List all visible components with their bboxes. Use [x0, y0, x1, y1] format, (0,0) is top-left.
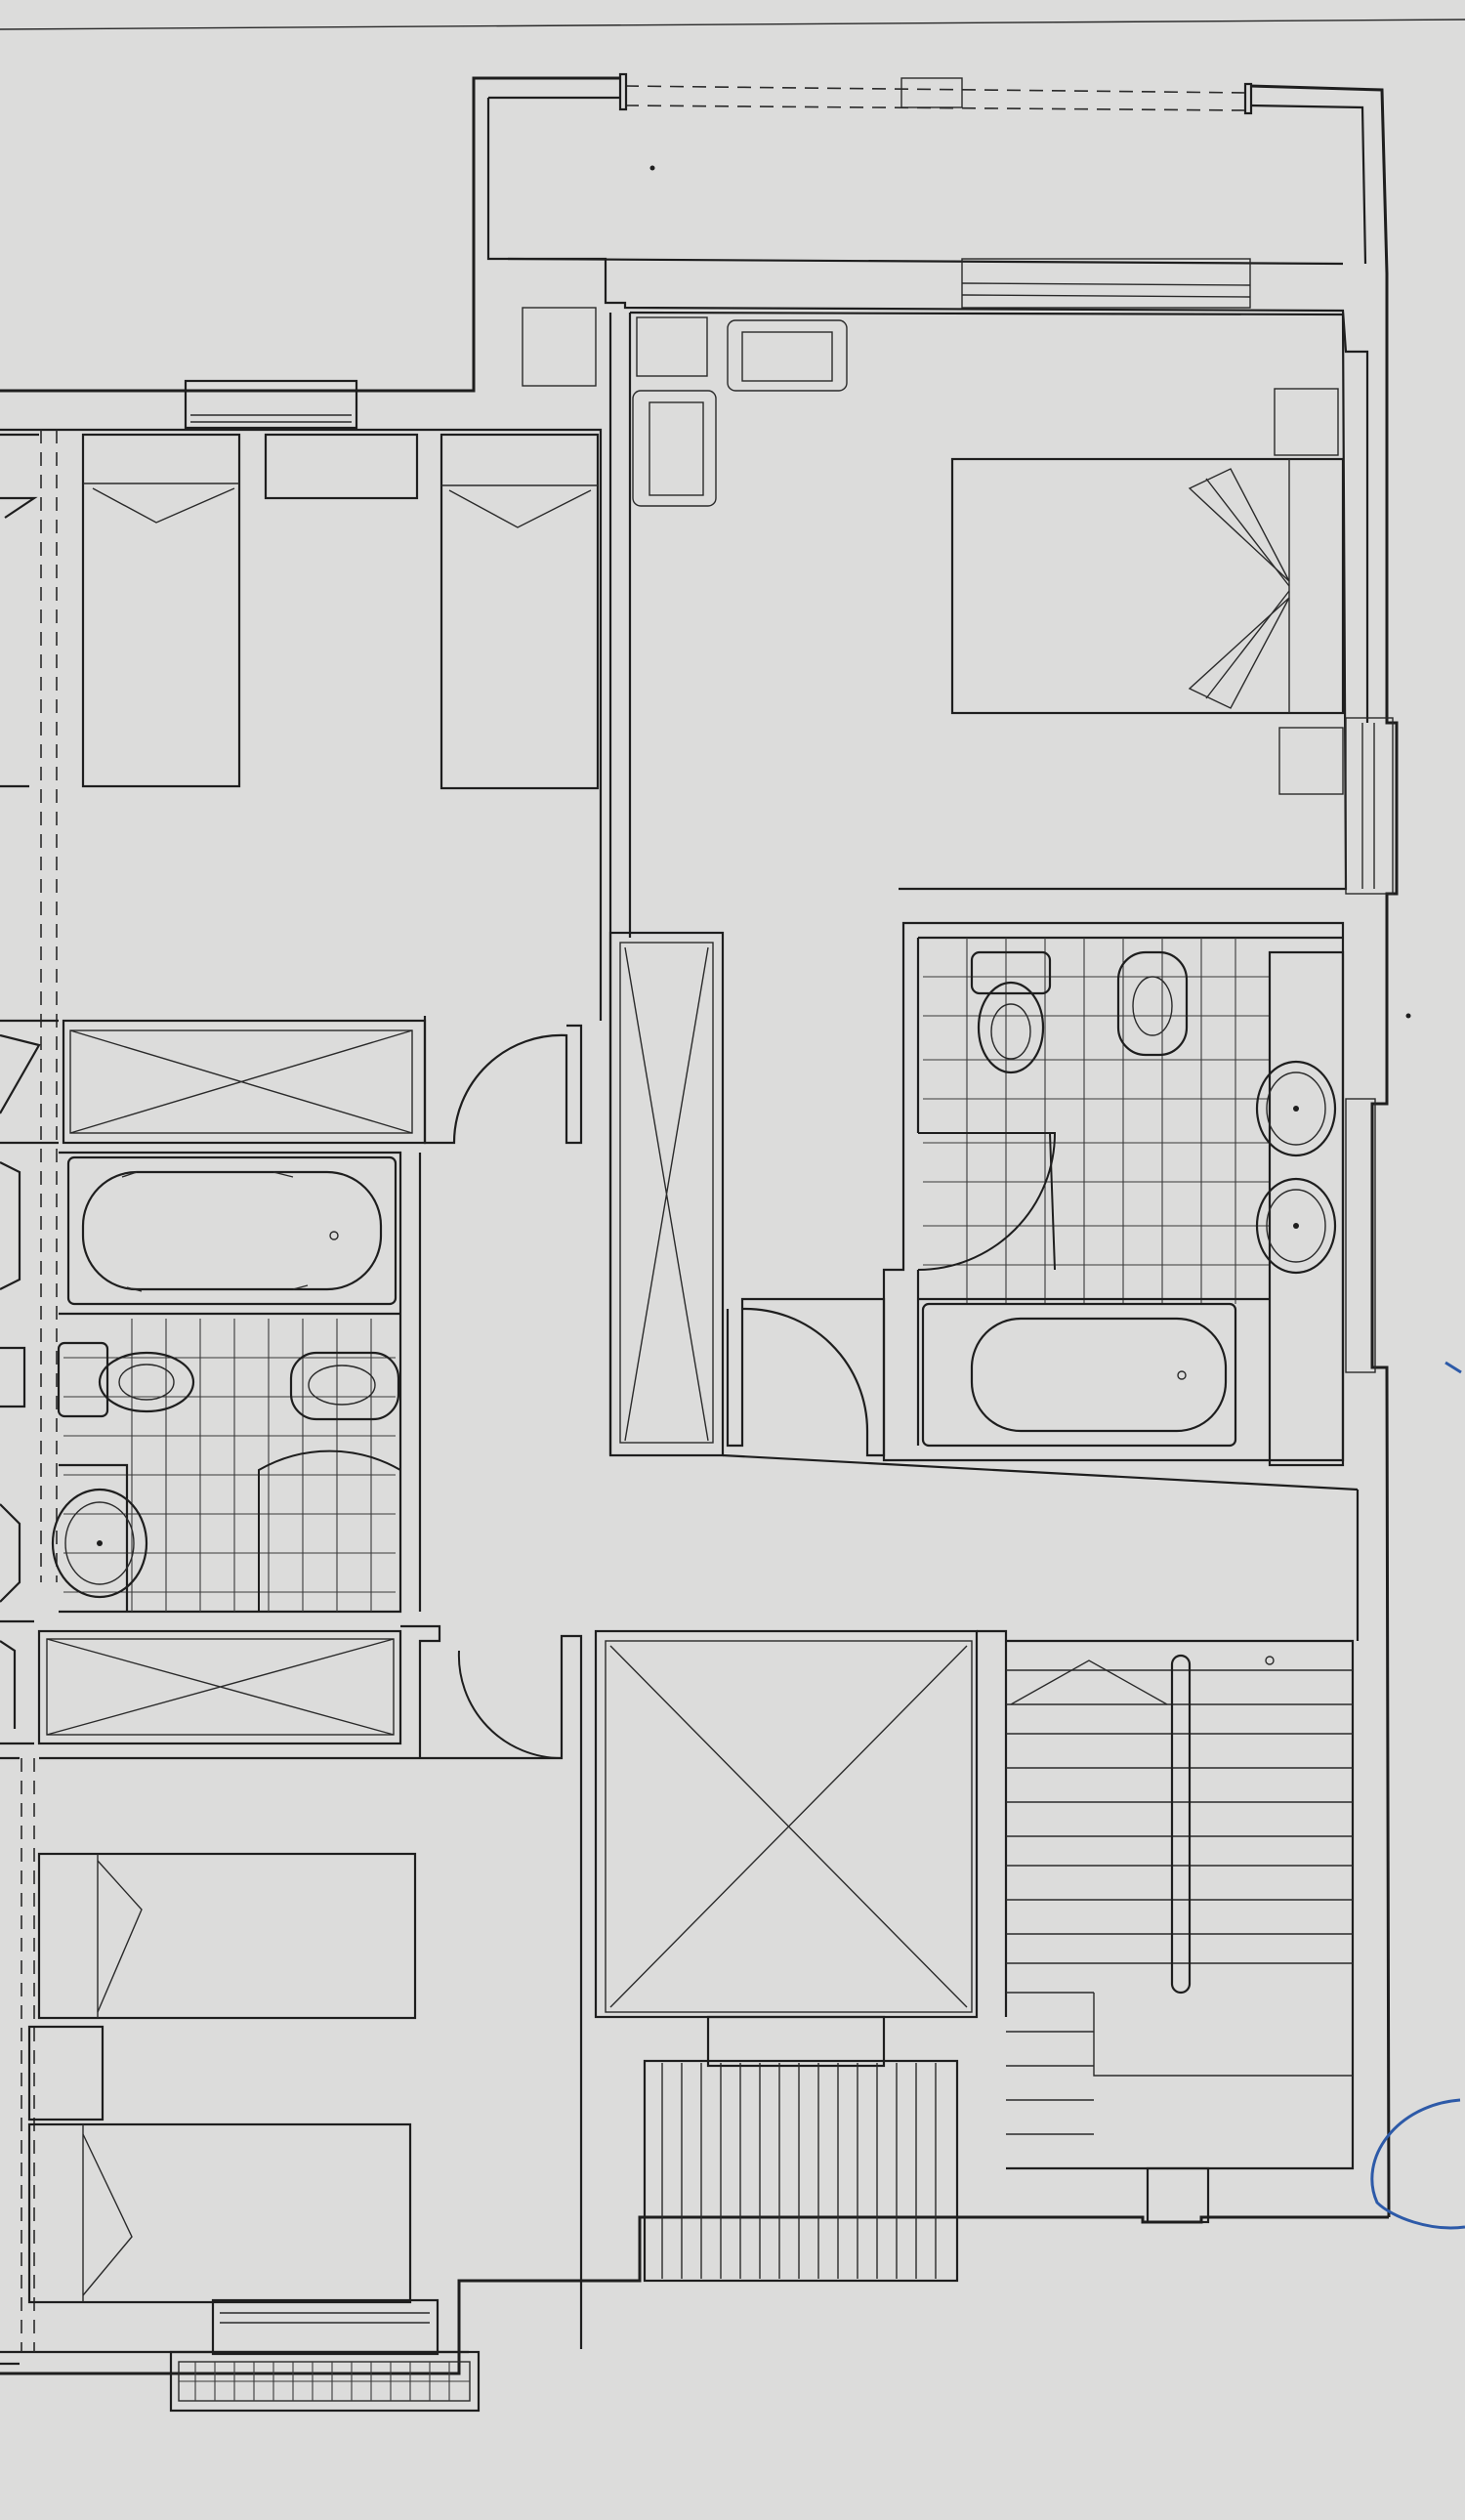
single-bed-icon	[37, 1852, 417, 2020]
bedroom-top-left	[0, 379, 603, 1582]
terrace	[507, 72, 1344, 309]
toilet-icon	[57, 1341, 195, 1418]
door-swing-icon	[258, 1449, 401, 1612]
single-bed-icon	[440, 433, 600, 790]
nightstand	[1274, 388, 1339, 456]
single-bed-icon	[81, 433, 241, 788]
armchair-icon	[727, 319, 848, 392]
hallway	[444, 1024, 1360, 1760]
double-bed-icon	[950, 457, 1345, 715]
bedroom-bottom-left	[21, 1634, 583, 2413]
window	[1345, 1098, 1376, 1373]
bidet-icon	[289, 1351, 400, 1421]
en-suite-bathroom	[882, 921, 1376, 1467]
toilet-icon	[970, 950, 1052, 1074]
wardrobe-bottom	[0, 1619, 441, 1758]
shared-bathroom	[0, 1151, 422, 1614]
neighbor-edge	[0, 1756, 20, 2366]
pen-mark	[1370, 2098, 1465, 2230]
single-bed-icon	[27, 2122, 412, 2304]
bidet-icon	[1116, 950, 1189, 1057]
balcony-railing	[169, 2350, 481, 2413]
staircase	[1006, 1639, 1353, 2224]
elevator-shaft	[594, 1629, 1008, 2068]
paper-edge-line	[0, 19, 1465, 30]
door-swing-icon	[917, 1132, 1057, 1271]
window	[184, 379, 358, 430]
bathtub-icon	[921, 1302, 1237, 1448]
master-bedroom	[522, 307, 1394, 1455]
nightstand	[27, 2025, 105, 2121]
armchair-icon	[632, 390, 717, 507]
storage-cabinet	[522, 307, 597, 387]
nightstand	[1278, 727, 1344, 795]
sink-icon	[1255, 1177, 1337, 1275]
ink-dot	[1405, 1013, 1411, 1019]
sink-icon	[1255, 1060, 1337, 1157]
bathtub-icon	[66, 1155, 398, 1306]
pen-mark	[1444, 1361, 1462, 1374]
window	[211, 2298, 440, 2356]
nightstand	[264, 433, 419, 500]
wardrobe-top	[0, 1016, 444, 1145]
armchair-icon	[636, 316, 708, 377]
stair-handrail	[1170, 1654, 1192, 1995]
window	[1345, 717, 1394, 895]
sink-icon	[51, 1488, 148, 1599]
entry-steps	[643, 2059, 959, 2283]
door-swing-icon	[457, 1650, 563, 1760]
wardrobe-hall	[608, 931, 725, 1457]
